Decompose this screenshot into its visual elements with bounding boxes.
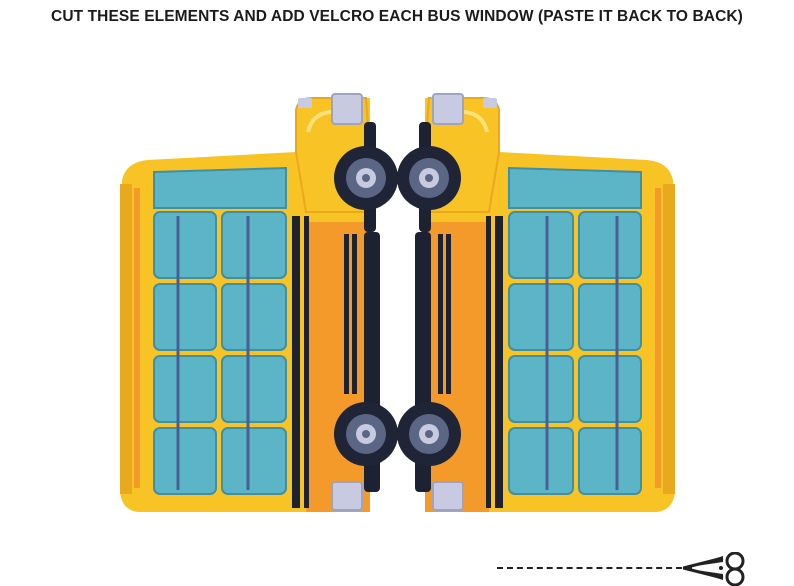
hood-highlight	[306, 110, 360, 133]
bus-window	[578, 211, 642, 279]
bus-cutout-left	[98, 92, 398, 522]
stripe	[304, 216, 309, 508]
front-wheel	[397, 146, 461, 210]
bus-window	[221, 427, 287, 495]
instruction-text: CUT THESE ELEMENTS AND ADD VELCRO EACH B…	[51, 8, 743, 25]
stripe	[292, 216, 300, 508]
headlight	[432, 93, 464, 125]
rear-wheel	[397, 402, 461, 466]
bus-illustration-left	[120, 93, 398, 512]
stripe	[344, 234, 349, 394]
bus-window	[221, 283, 287, 351]
bus-edge	[120, 184, 132, 494]
bus-window	[508, 283, 574, 351]
stripe	[495, 216, 503, 508]
mirror	[298, 98, 312, 108]
bus-window	[508, 355, 574, 423]
rear-light	[432, 481, 464, 511]
bus-window	[578, 283, 642, 351]
stripe	[486, 216, 491, 508]
stripe	[438, 234, 443, 394]
stripe	[352, 234, 357, 394]
bus-edge	[663, 184, 675, 494]
window-grid	[508, 211, 642, 495]
window-grid	[153, 211, 287, 495]
bus-window	[153, 211, 217, 279]
bus-window	[578, 427, 642, 495]
bus-window	[153, 283, 217, 351]
bus-window	[578, 355, 642, 423]
bus-window	[221, 211, 287, 279]
rear-light	[331, 481, 363, 511]
bus-cutout-right	[397, 92, 697, 522]
bus-window	[508, 211, 574, 279]
rear-wheel	[334, 402, 398, 466]
side-panel	[306, 222, 370, 512]
dashed-line	[497, 567, 692, 569]
front-window	[153, 166, 287, 209]
side-panel	[425, 222, 489, 512]
headlight	[331, 93, 363, 125]
bus-window	[153, 355, 217, 423]
bus-window	[153, 427, 217, 495]
hood-highlight	[435, 110, 489, 133]
bus-window	[221, 355, 287, 423]
bus-stripe	[655, 188, 661, 488]
bus-window	[508, 427, 574, 495]
mirror	[483, 98, 497, 108]
bus-stripe	[134, 188, 140, 488]
front-window	[508, 166, 642, 209]
cut-line	[497, 552, 763, 586]
stripe	[446, 234, 451, 394]
bus-illustration-right	[397, 93, 675, 512]
scissors-icon	[683, 552, 745, 586]
front-wheel	[334, 146, 398, 210]
